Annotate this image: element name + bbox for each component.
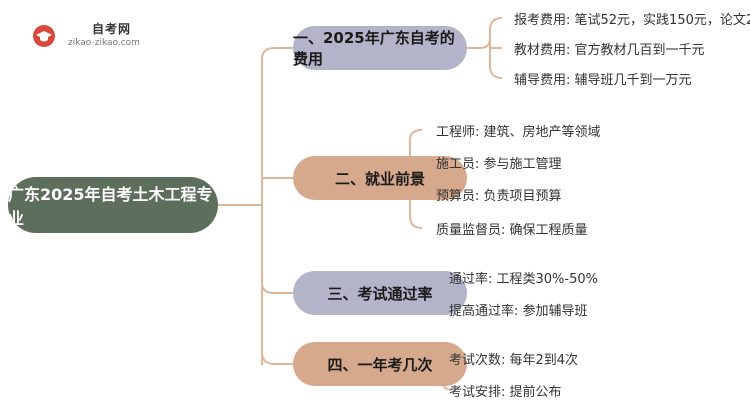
leaf-fee-tutoring: 辅导费用: 辅导班几千到一万元 xyxy=(514,73,692,88)
connector-b1-leaf-1 xyxy=(489,17,503,31)
connector-branch-3 xyxy=(261,282,293,294)
leaf-job-estimator: 预算员: 负责项目预算 xyxy=(436,189,562,204)
leaf-job-inspector: 质量监督员: 确保工程质量 xyxy=(436,223,588,238)
logo-title: 自考网 xyxy=(92,22,132,36)
connector-b2-leaf-4 xyxy=(409,215,423,229)
leaf-fee-registration: 报考费用: 笔试52元，实践150元，论文270元 xyxy=(514,13,750,28)
logo-subtitle: zikao-zikao.com xyxy=(68,38,140,48)
connector-branch-1 xyxy=(261,47,293,61)
leaf-exam-schedule: 考试安排: 提前公布 xyxy=(449,385,562,400)
leaf-pass-improve: 提高通过率: 参加辅导班 xyxy=(449,304,588,319)
leaf-exam-times: 考试次数: 每年2到4次 xyxy=(449,353,579,368)
leaf-fee-textbook: 教材费用: 官方教材几百到一千元 xyxy=(514,43,705,58)
site-logo[interactable]: 自考网 zikao-zikao.com xyxy=(28,14,158,54)
branch-node-exam-frequency: 四、一年考几次 xyxy=(293,342,467,386)
graduation-cap-icon xyxy=(33,25,55,47)
leaf-pass-rate: 通过率: 工程类30%-50% xyxy=(449,272,598,287)
connector-b1-leaf-3 xyxy=(489,65,503,79)
branch-node-employment: 二、就业前景 xyxy=(293,156,467,200)
root-node: 广东2025年自考土木工程专业 xyxy=(8,177,218,233)
branch-node-pass-rate: 三、考试通过率 xyxy=(293,271,467,315)
leaf-job-constructor: 施工员: 参与施工管理 xyxy=(436,157,562,172)
branch-node-fees: 一、2025年广东自考的费用 xyxy=(293,26,467,70)
leaf-job-engineer: 工程师: 建筑、房地产等领域 xyxy=(436,125,601,140)
connector-b2-leaf-1 xyxy=(409,129,423,141)
connector-branch-4 xyxy=(261,351,293,365)
